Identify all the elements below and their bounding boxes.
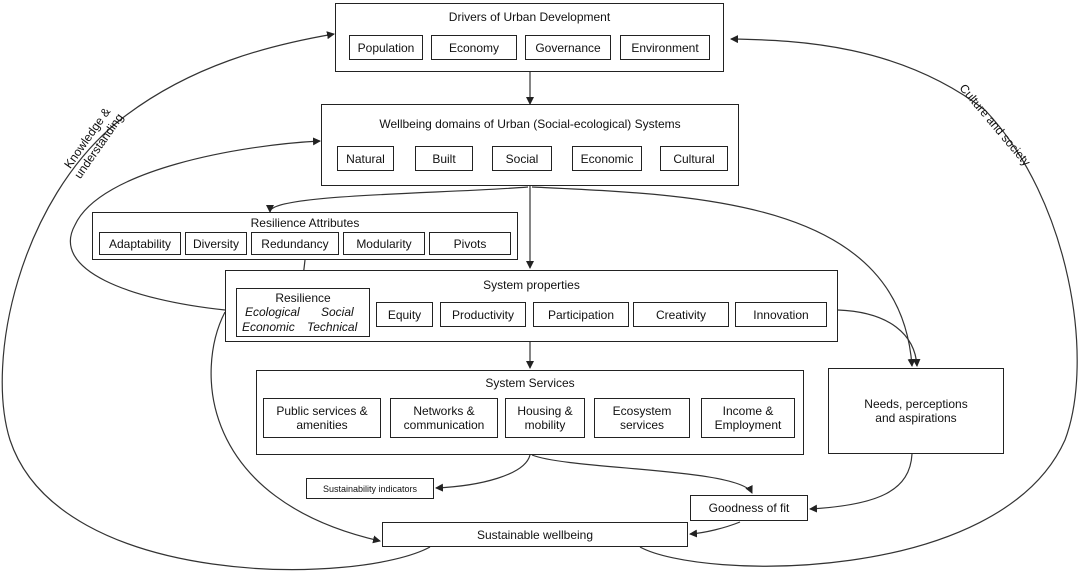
sustainable-wellbeing-box: Sustainable wellbeing — [382, 522, 688, 547]
attribute-adaptability: Adaptability — [99, 232, 181, 255]
sustainability-indicators-box: Sustainability indicators — [306, 478, 434, 499]
arrow-properties-to-needs — [837, 309, 921, 367]
property-innovation: Innovation — [735, 302, 827, 327]
arrow-properties-to-wellbeing — [210, 311, 381, 544]
domain-built: Built — [415, 146, 473, 171]
service-income: Income & Employment — [701, 398, 795, 438]
goodness-of-fit-box: Goodness of fit — [690, 495, 808, 521]
domain-natural: Natural — [337, 146, 394, 171]
domain-social: Social — [492, 146, 552, 171]
driver-population: Population — [349, 35, 423, 60]
system-services-box: System Services Public services & amenit… — [256, 370, 804, 455]
domains-title: Wellbeing domains of Urban (Social-ecolo… — [379, 117, 681, 131]
resilience-types-box: Resilience Ecological Social Economic Te… — [236, 288, 370, 337]
driver-economy: Economy — [431, 35, 517, 60]
driver-environment: Environment — [620, 35, 710, 60]
system-properties-box: System properties Resilience Ecological … — [225, 270, 838, 342]
service-public: Public services & amenities — [263, 398, 381, 438]
system-services-title: System Services — [485, 376, 575, 390]
arrow-domains-to-attributes — [266, 186, 529, 213]
attribute-modularity: Modularity — [343, 232, 425, 255]
arrow-outer-left-loop — [1, 31, 431, 571]
domain-economic: Economic — [572, 146, 642, 171]
resilience-economic: Economic — [242, 320, 295, 334]
service-ecosystem: Ecosystem services — [594, 398, 690, 438]
property-participation: Participation — [533, 302, 629, 327]
property-creativity: Creativity — [633, 302, 729, 327]
property-productivity: Productivity — [440, 302, 526, 327]
resilience-attributes-box: Resilience Attributes Adaptability Diver… — [92, 212, 518, 260]
service-networks: Networks & communication — [390, 398, 498, 438]
resilience-ecological: Ecological — [245, 305, 300, 319]
driver-governance: Governance — [525, 35, 611, 60]
system-properties-title: System properties — [483, 278, 580, 292]
arrow-services-to-fit — [531, 454, 753, 494]
arrow-fit-to-wellbeing — [689, 521, 741, 538]
service-housing: Housing & mobility — [505, 398, 585, 438]
needs-box: Needs, perceptions and aspirations — [828, 368, 1004, 454]
attribute-diversity: Diversity — [185, 232, 247, 255]
resilience-social: Social — [321, 305, 354, 319]
attribute-redundancy: Redundancy — [251, 232, 339, 255]
arrow-outer-right-loop — [639, 35, 1078, 567]
resilience-attributes-title: Resilience Attributes — [250, 216, 360, 230]
domain-cultural: Cultural — [660, 146, 728, 171]
property-equity: Equity — [376, 302, 433, 327]
arrow-services-to-indicators — [435, 454, 531, 492]
arrow-loop-to-domains — [69, 137, 321, 311]
arrow-domains-to-needs — [531, 186, 916, 367]
resilience-title: Resilience — [275, 291, 331, 305]
attribute-pivots: Pivots — [429, 232, 511, 255]
domains-box: Wellbeing domains of Urban (Social-ecolo… — [321, 104, 739, 186]
drivers-box: Drivers of Urban Development Population … — [335, 3, 724, 72]
resilience-technical: Technical — [307, 320, 358, 334]
drivers-title: Drivers of Urban Development — [448, 10, 611, 24]
arrow-needs-to-fit — [809, 453, 913, 513]
